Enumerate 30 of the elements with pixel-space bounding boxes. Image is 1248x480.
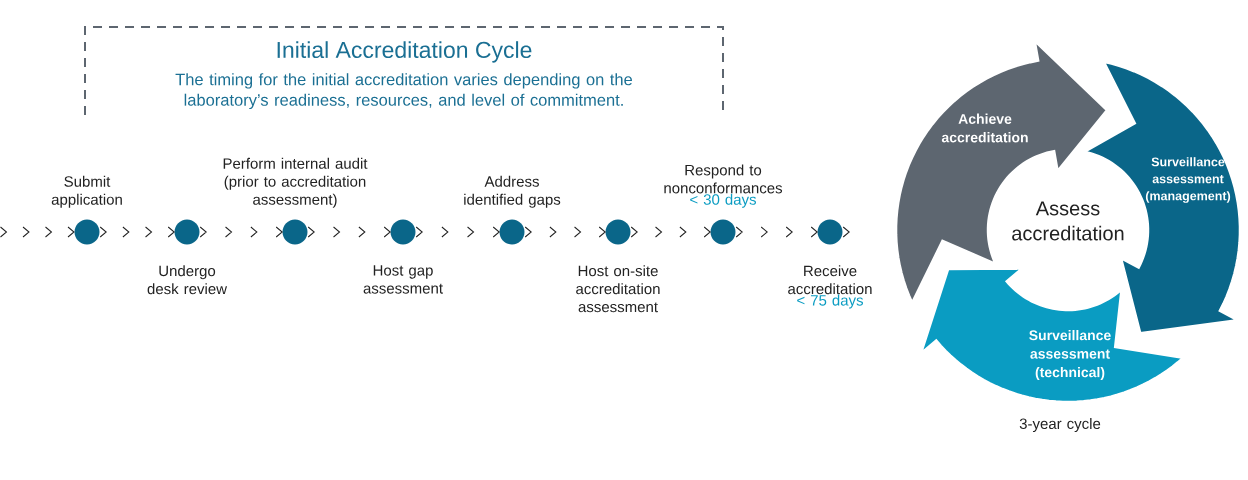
- duration-label: < 75 days: [797, 294, 863, 309]
- step-label: Host on-site accreditation assessment: [576, 265, 660, 313]
- step-label: Host gap assessment: [363, 265, 443, 294]
- chevron-arrow: [524, 226, 606, 238]
- timeline-dot: [174, 219, 200, 245]
- step-label: Address identified gaps: [464, 175, 561, 208]
- chevron-arrow: [0, 226, 75, 238]
- step-label: Perform internal audit (prior to accreditation assessment): [223, 157, 368, 208]
- timeline-dot: [390, 219, 416, 245]
- duration-label: < 30 days: [690, 193, 756, 208]
- chevron-arrow: [630, 226, 711, 238]
- step-label: Respond to nonconformances: [664, 164, 783, 194]
- chevron-arrow: [199, 226, 283, 238]
- timeline-dot: [817, 219, 843, 245]
- step-label: Undergo desk review: [147, 265, 228, 295]
- chevron-arrow: [735, 226, 818, 238]
- chevron-arrow: [99, 226, 175, 238]
- step-label: Submit application: [51, 175, 122, 208]
- timeline-dot: [74, 219, 100, 245]
- description: The timing for the initial accreditation varies depending on the laboratory’s readiness, resources, and level of commitment.: [175, 73, 632, 110]
- timeline-dot: [499, 219, 525, 245]
- timeline-dot: [605, 219, 631, 245]
- timeline-dot: [282, 219, 308, 245]
- chevron-arrow: [307, 226, 391, 238]
- cycle-caption: 3-year cycle: [1019, 418, 1101, 432]
- timeline-dot: [710, 219, 736, 245]
- chevron-arrow: [415, 226, 500, 238]
- chevron-arrow: [842, 226, 850, 238]
- step-label: Receive accreditation: [788, 265, 872, 295]
- title: Initial Accreditation Cycle: [277, 41, 532, 63]
